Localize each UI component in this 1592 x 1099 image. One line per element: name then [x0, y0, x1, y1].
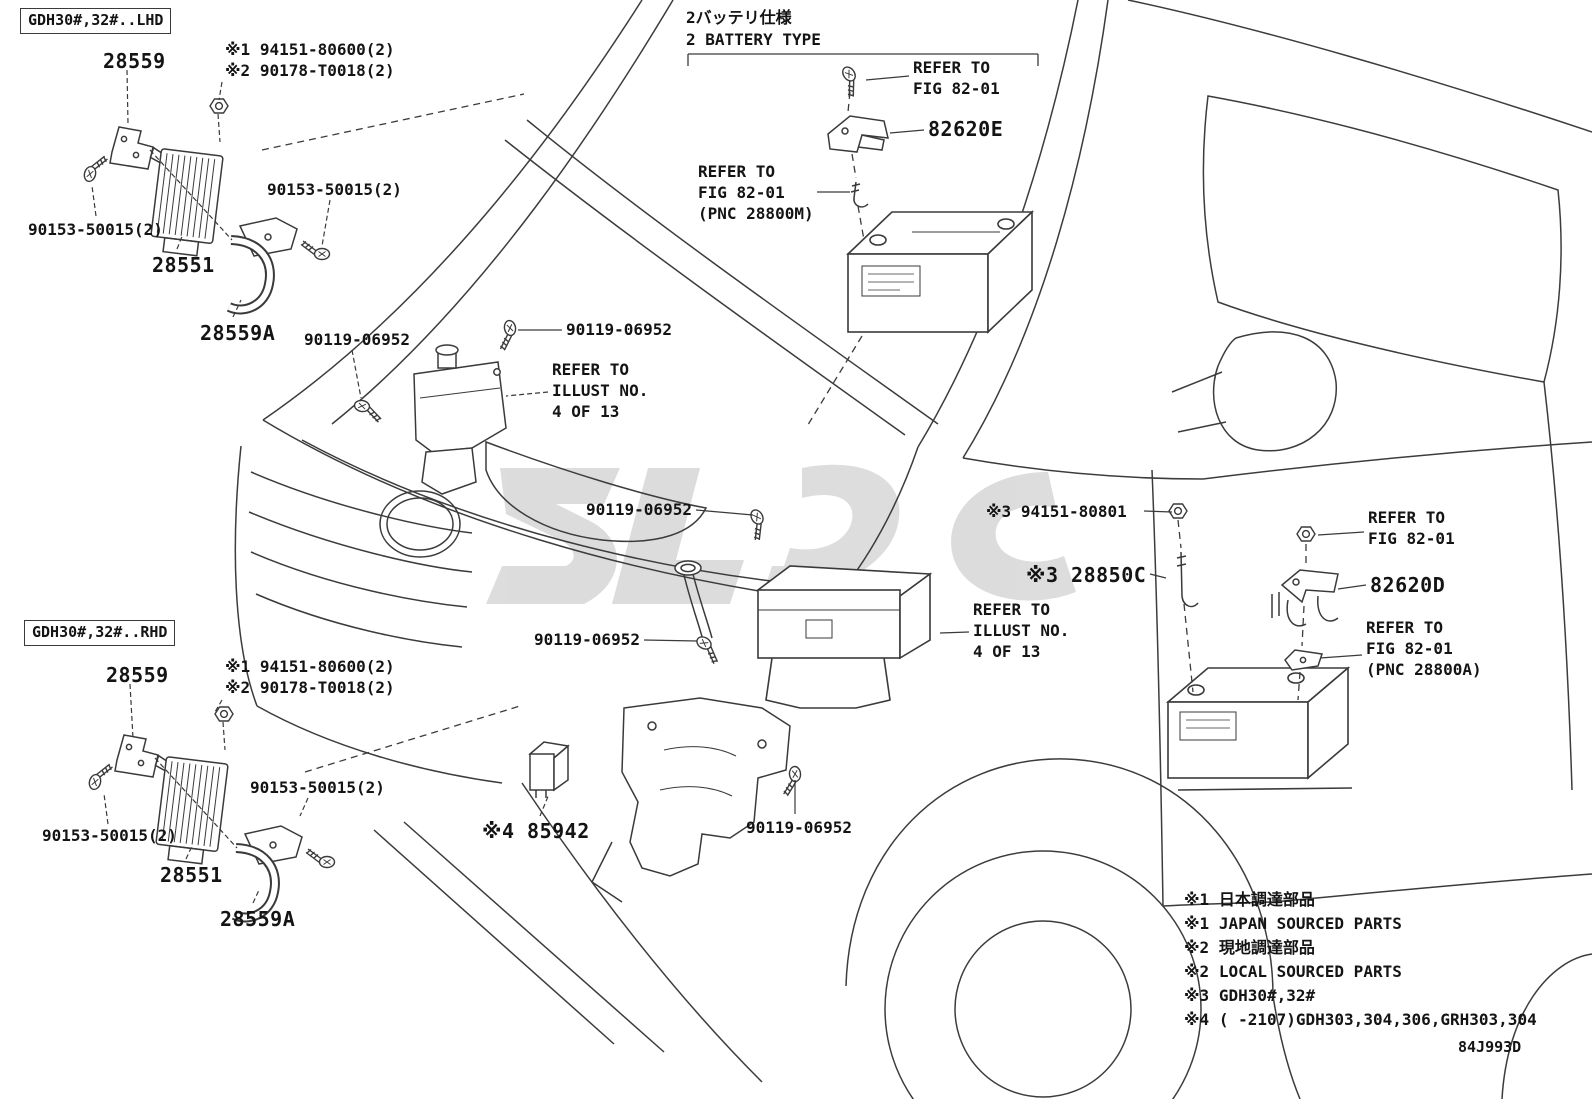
reservoir-upper	[351, 318, 520, 495]
washer-tank	[591, 697, 804, 903]
junction-block	[741, 506, 933, 709]
relay-85942	[528, 741, 570, 798]
ecu-bracket-assembly	[81, 98, 331, 315]
construction-lines	[261, 91, 1307, 773]
battery-clamp-82620e	[827, 63, 889, 208]
battery-clamp-82620d	[1271, 526, 1339, 671]
hold-down-rod-28850c	[1168, 503, 1199, 608]
vehicle-outline	[234, 0, 1592, 1099]
parts-drawings	[81, 63, 1353, 918]
battery-upper	[846, 210, 1034, 334]
filler-neck	[674, 560, 726, 666]
leader-lines	[91, 53, 1367, 904]
watermark-logo	[486, 464, 1076, 604]
battery-right	[1165, 666, 1353, 791]
